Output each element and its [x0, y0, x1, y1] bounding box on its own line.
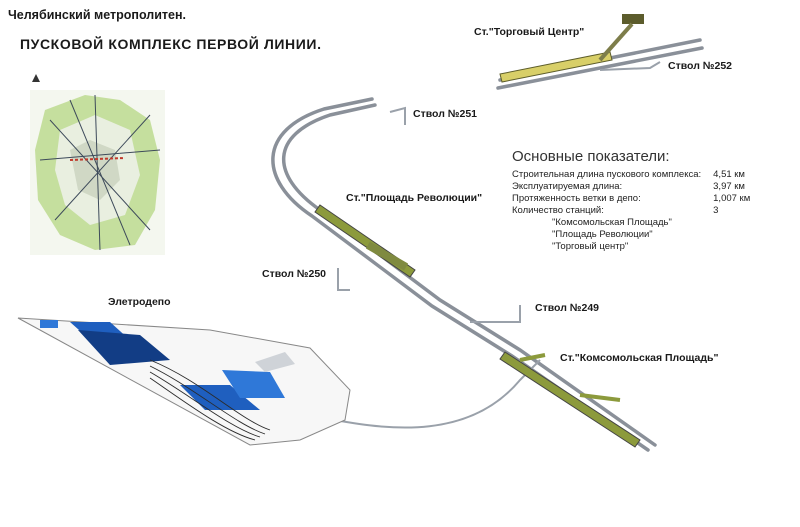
city-map	[30, 74, 165, 255]
stats-value: 4,51 км	[713, 169, 745, 180]
stats-label: Протяженность ветки в депо:	[512, 193, 641, 204]
station-ploshchad	[314, 204, 416, 278]
station-torgovy	[499, 14, 644, 83]
stats-station-name: "Торговый центр"	[552, 241, 629, 252]
stats-row: Строительная длина пускового комплекса: 4…	[512, 169, 750, 181]
label-stvol-252: Ствол №252	[668, 60, 733, 72]
stats-value: 1,007 км	[713, 193, 751, 204]
header-line1: Челябинский метрополитен.	[8, 8, 186, 22]
label-stvol-249: Ствол №249	[535, 302, 600, 314]
stats-panel: Основные показатели: Строительная длина …	[512, 148, 750, 253]
header-line2: ПУСКОВОЙ КОМПЛЕКС ПЕРВОЙ ЛИНИИ.	[20, 36, 322, 52]
label-komsomol: Ст."Комсомольская Площадь"	[560, 352, 719, 364]
stats-value: 3	[713, 205, 719, 216]
stats-label: Количество станций:	[512, 205, 604, 216]
stats-title: Основные показатели:	[512, 148, 670, 165]
stats-value: 3,97 км	[713, 181, 745, 192]
label-depot: Элетродепо	[108, 296, 171, 308]
depot-branch	[334, 359, 541, 429]
stats-label: Эксплуатируемая длина:	[512, 181, 623, 192]
stats-row: Эксплуатируемая длина: 3,97 км	[512, 181, 750, 193]
stats-table: Строительная длина пускового комплекса: 4…	[512, 169, 750, 253]
label-ploshchad: Ст."Площадь Революции"	[346, 192, 483, 204]
stats-station-name: "Площадь Революции"	[552, 229, 653, 240]
depot-area	[17, 317, 351, 446]
label-stvol-250: Ствол №250	[262, 268, 327, 280]
stats-row: Количество станций: 3	[512, 205, 750, 217]
label-torgovy: Ст."Торговый Центр"	[474, 26, 585, 38]
stats-station: "Комсомольская Площадь"	[512, 217, 750, 229]
stats-label: Строительная длина пускового комплекса:	[512, 169, 702, 180]
stats-station-name: "Комсомольская Площадь"	[552, 217, 672, 228]
label-stvol-251: Ствол №251	[413, 108, 478, 120]
shafts	[337, 61, 661, 323]
stats-station: "Торговый центр"	[512, 241, 750, 253]
stats-row: Протяженность ветки в депо: 1,007 км	[512, 193, 750, 205]
station-komsomol	[499, 351, 641, 448]
stats-station: "Площадь Революции"	[512, 229, 750, 241]
